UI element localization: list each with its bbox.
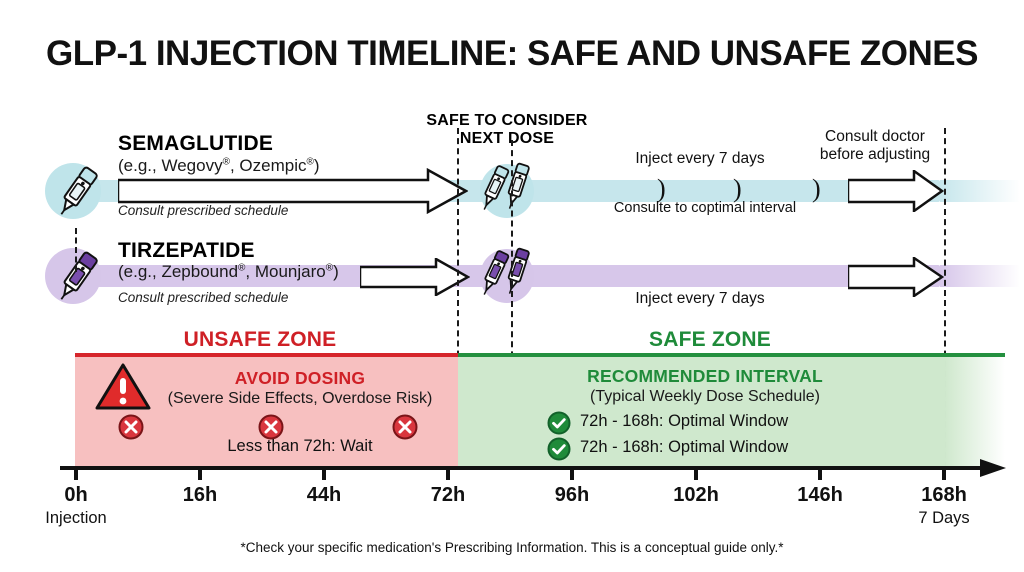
next-dose-callout: SAFE TO CONSIDER NEXT DOSE	[412, 112, 602, 149]
tirzepatide-name: TIRZEPATIDE	[118, 239, 255, 262]
safe-zone-box	[458, 353, 945, 469]
tirzepatide-progress-arrow-icon	[360, 258, 470, 296]
interval-marker-icon: )	[657, 174, 666, 203]
axis-arrowhead-icon	[980, 459, 1006, 477]
x-circle-icon	[118, 414, 144, 440]
page-title: GLP-1 INJECTION TIMELINE: SAFE AND UNSAF…	[46, 34, 978, 73]
semaglutide-brand-mid: , Ozempic	[229, 156, 307, 175]
axis-tick-label-2: 44h	[306, 484, 342, 506]
tirzepatide-end-arrow-icon	[848, 257, 944, 297]
axis-tick-2	[322, 468, 326, 480]
safe-zone-heading: RECOMMENDED INTERVAL	[587, 366, 823, 386]
check-circle-icon	[547, 411, 571, 435]
tirzepatide-brand-suffix: )	[333, 262, 339, 281]
axis-tick-label-3: 72h	[430, 484, 466, 506]
unsafe-zone-label: UNSAFE ZONE	[183, 328, 337, 351]
x-circle-icon	[258, 414, 284, 440]
next-dose-callout-line1: SAFE TO CONSIDER	[426, 112, 588, 129]
semaglutide-band-fade	[940, 180, 1020, 202]
axis-tick-label-6: 146h	[797, 484, 843, 506]
axis-tick-7	[942, 468, 946, 480]
axis-tick-3	[446, 468, 450, 480]
registered-mark-icon: ®	[238, 262, 246, 274]
axis-tick-5	[694, 468, 698, 480]
registered-mark-icon: ®	[306, 156, 314, 168]
warning-triangle-icon	[95, 363, 151, 410]
registered-mark-icon: ®	[222, 156, 230, 168]
semaglutide-progress-arrow-icon	[118, 168, 468, 214]
axis-tick-1	[198, 468, 202, 480]
tirzepatide-brands: (e.g., Zepbound®, Mounjaro®)	[118, 262, 339, 282]
injection-pen-pair-icon	[483, 247, 530, 295]
injection-pen-icon	[60, 251, 98, 300]
semaglutide-consult-note-line1: Consult doctor	[825, 128, 925, 145]
tirzepatide-brand-mid: , Mounjaro	[245, 262, 326, 281]
footnote: *Check your specific medication's Prescr…	[240, 540, 784, 555]
axis-tick-sublabel-7: 7 Days	[918, 509, 970, 527]
safe-zone-fade	[945, 353, 1005, 469]
semaglutide-subtitle: Consult prescribed schedule	[118, 203, 289, 218]
dashed-guide-72h	[457, 128, 459, 468]
axis-tick-6	[818, 468, 822, 480]
semaglutide-brands: (e.g., Wegovy®, Ozempic®)	[118, 156, 320, 176]
semaglutide-consult-note: Consult doctor before adjusting	[795, 128, 955, 165]
unsafe-zone-box	[75, 353, 458, 469]
safe-zone-subheading: (Typical Weekly Dose Schedule)	[589, 388, 821, 405]
tirzepatide-subtitle: Consult prescribed schedule	[118, 290, 289, 305]
interval-marker-icon: )	[812, 174, 821, 203]
interval-marker-icon: )	[733, 174, 742, 203]
axis-tick-label-7: 168h	[921, 484, 967, 506]
semaglutide-name: SEMAGLUTIDE	[118, 132, 274, 155]
semaglutide-note-bottom: Consulte to coptimal interval	[613, 200, 797, 216]
x-circle-icon	[392, 414, 418, 440]
axis-tick-label-1: 16h	[182, 484, 218, 506]
axis-tick-label-0: 0h	[64, 484, 88, 506]
safe-zone-item-0: 72h - 168h: Optimal Window	[580, 412, 789, 430]
axis-tick-4	[570, 468, 574, 480]
dashed-guide-84h	[511, 140, 513, 468]
semaglutide-brand-prefix: (e.g., Wegovy	[118, 156, 223, 175]
unsafe-zone-subheading: (Severe Side Effects, Overdose Risk)	[167, 390, 433, 407]
unsafe-zone-heading: AVOID DOSING	[234, 368, 366, 388]
semaglutide-consult-note-line2: before adjusting	[819, 146, 931, 164]
axis-tick-label-5: 102h	[673, 484, 719, 506]
axis-tick-sublabel-0: Injection	[45, 509, 107, 527]
tirzepatide-brand-prefix: (e.g., Zepbound	[118, 262, 239, 281]
injection-pen-pair-icon	[483, 162, 530, 210]
dashed-guide-168h	[944, 128, 946, 468]
registered-mark-icon: ®	[325, 262, 334, 274]
injection-pen-icon	[60, 166, 98, 215]
axis-tick-label-4: 96h	[554, 484, 590, 506]
axis-line	[60, 466, 990, 470]
semaglutide-end-arrow-icon	[848, 170, 944, 212]
semaglutide-brand-suffix: )	[313, 156, 320, 175]
tirzepatide-note: Inject every 7 days	[635, 290, 765, 307]
safe-zone-item-1: 72h - 168h: Optimal Window	[580, 438, 789, 456]
unsafe-zone-footer: Less than 72h: Wait	[227, 437, 373, 455]
check-circle-icon	[547, 437, 571, 461]
next-dose-callout-line2: NEXT DOSE	[459, 130, 555, 148]
tirzepatide-band-fade	[940, 265, 1020, 287]
axis-tick-0	[74, 468, 78, 480]
dashed-guide-0h	[75, 228, 77, 272]
semaglutide-note-top: Inject every 7 days	[635, 150, 765, 167]
safe-zone-label: SAFE ZONE	[649, 328, 771, 351]
